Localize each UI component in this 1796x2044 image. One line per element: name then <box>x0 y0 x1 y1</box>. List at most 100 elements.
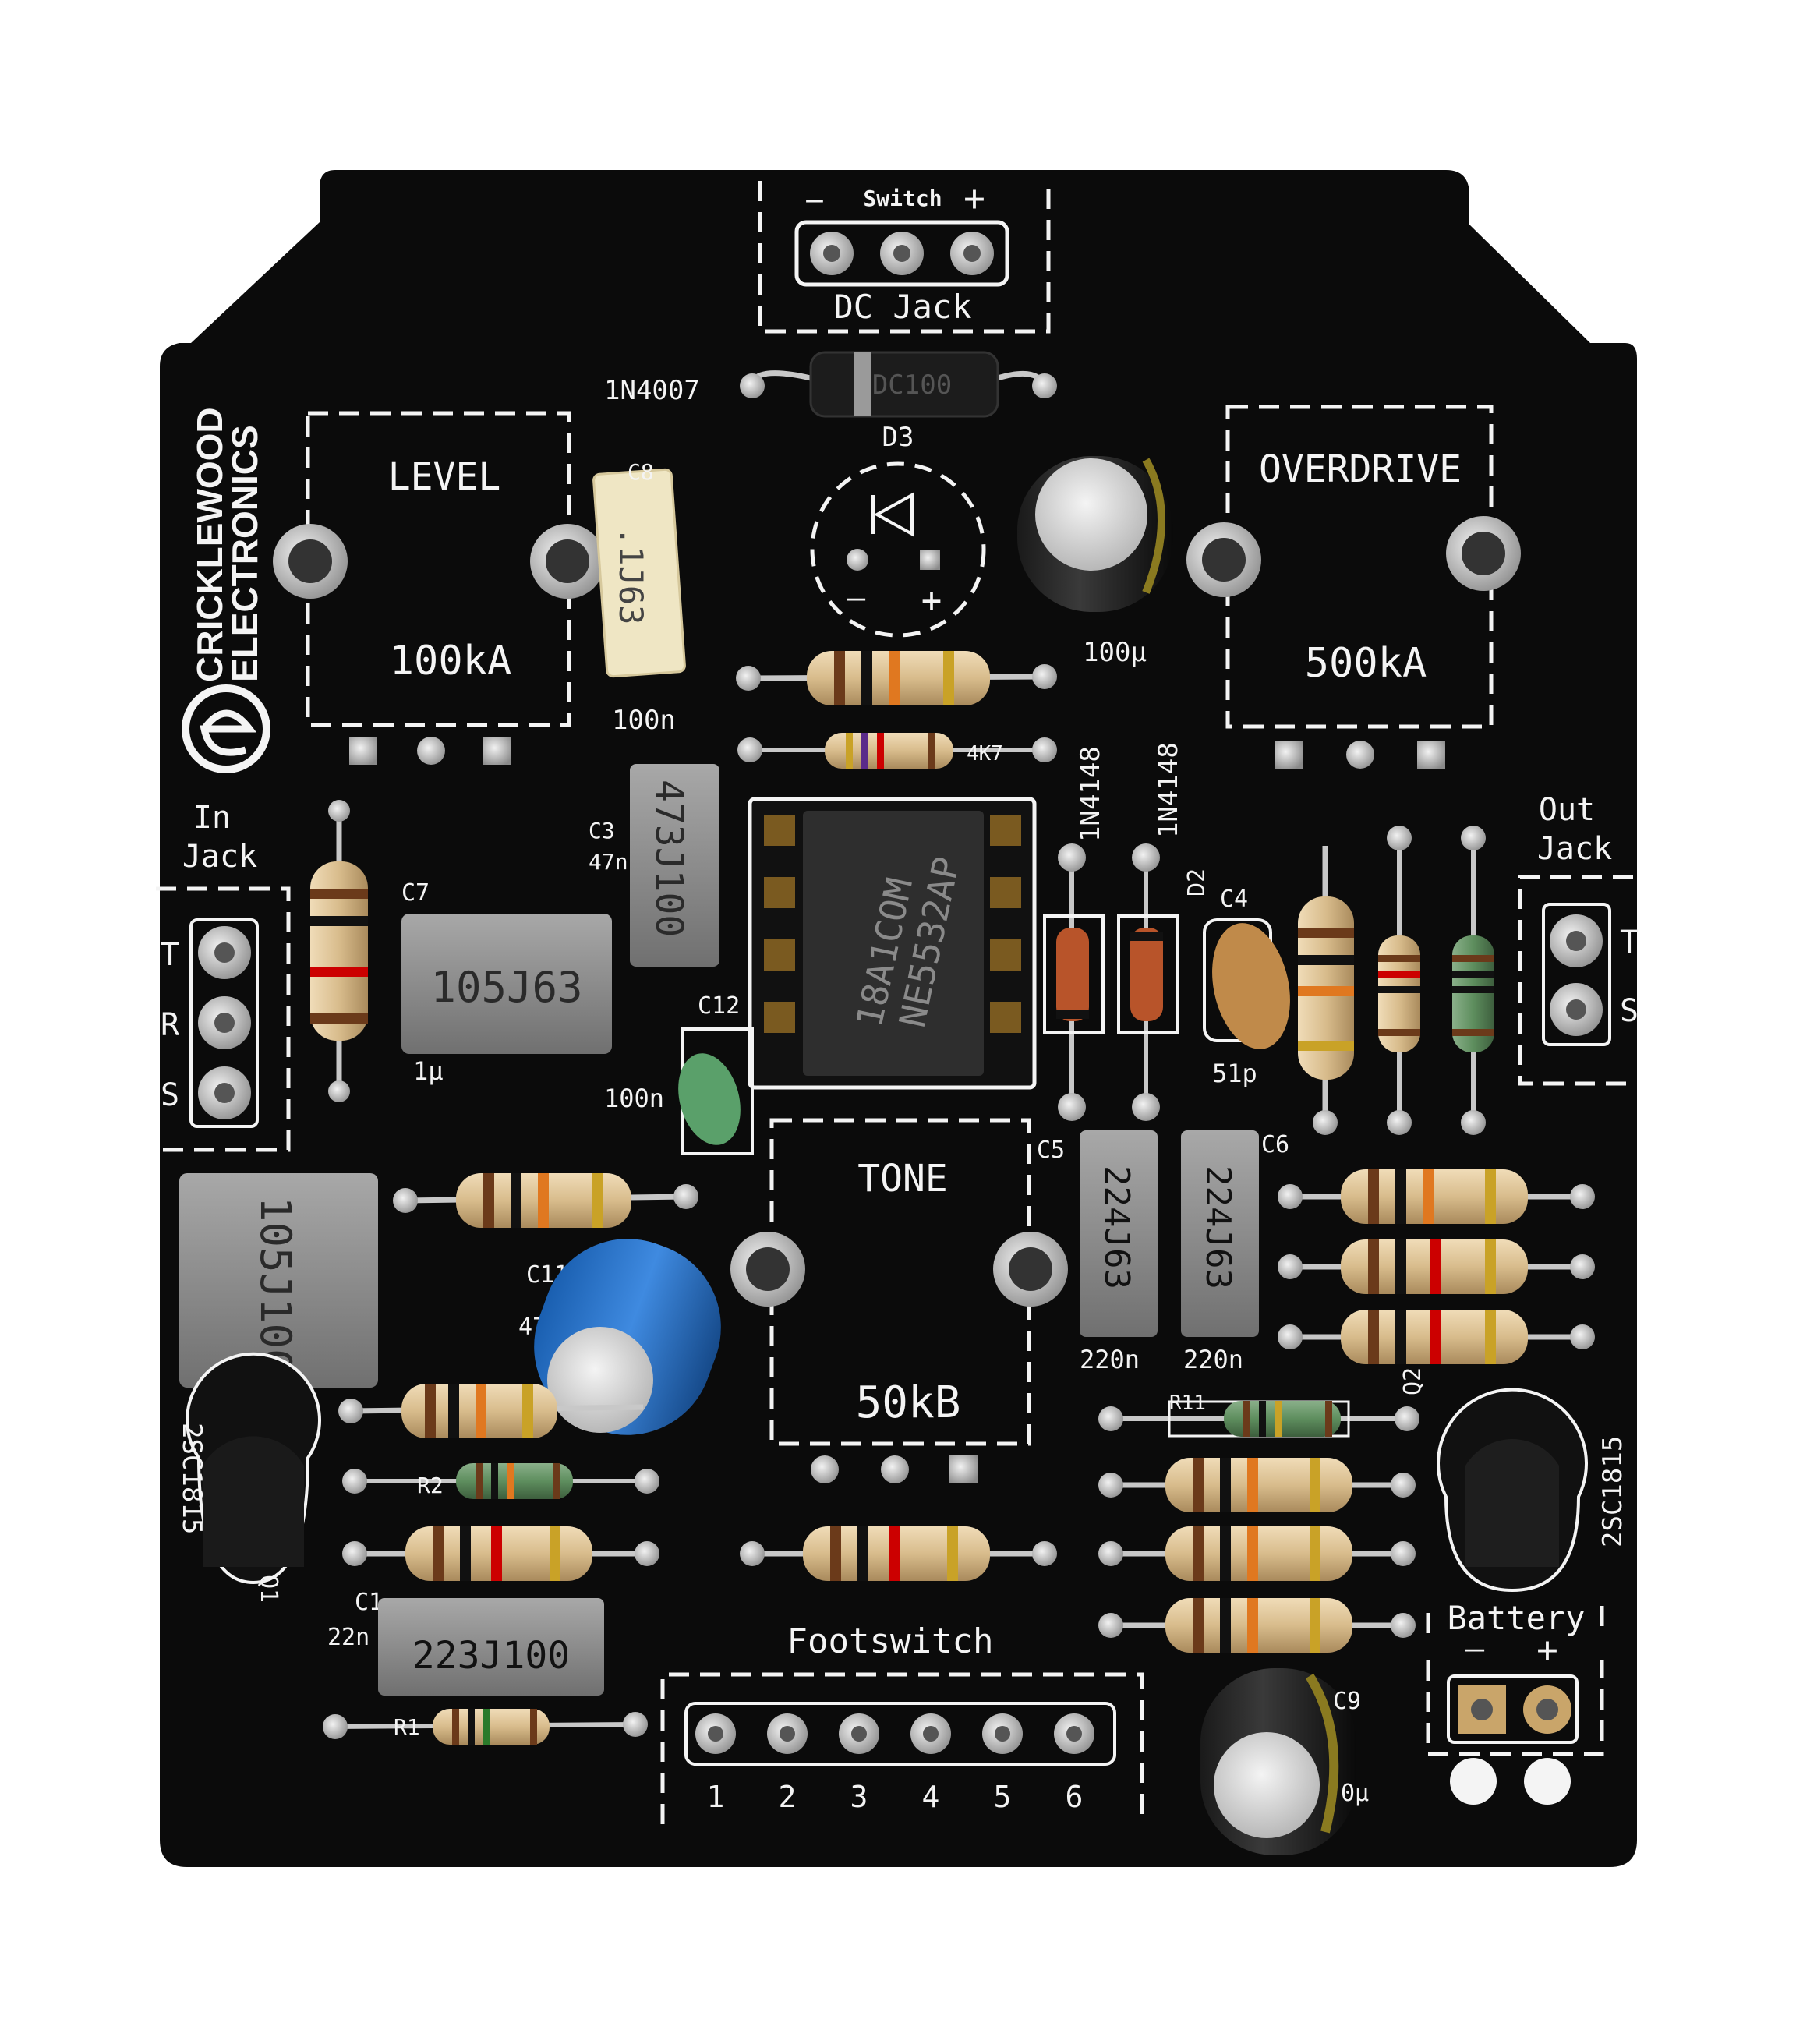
overdrive-pot-name: OVERDRIVE <box>1259 447 1462 491</box>
diode-d1 <box>1043 843 1105 1121</box>
capacitor-105j100 <box>179 1173 378 1388</box>
resistor-left-low-1 <box>338 1384 644 1438</box>
in-jack-title-1: In <box>193 800 231 836</box>
in-jack-pads <box>189 918 259 1128</box>
battery-minus: – <box>1465 1631 1485 1667</box>
resistor-right-3 <box>1278 1310 1595 1364</box>
resistor-vert-2 <box>1378 826 1420 1135</box>
resistor-r2 <box>342 1463 659 1499</box>
footswitch-pads <box>684 1702 1116 1766</box>
c6-value: 220n <box>1183 1345 1243 1374</box>
c5-marking: 224J63 <box>1097 1165 1137 1289</box>
brand-line2: ELECTRONICS <box>224 425 265 682</box>
resistor-right-1 <box>1278 1169 1595 1224</box>
resistor-input <box>310 800 368 1102</box>
d2-part: 1N4148 <box>1153 742 1184 838</box>
capacitor-c9 <box>1200 1668 1356 1855</box>
out-jack-title-1: Out <box>1539 792 1595 828</box>
c8-ref: C8 <box>628 459 654 485</box>
dc-jack-pads <box>794 220 1009 287</box>
footswitch-outline <box>660 1672 1144 1824</box>
c12-ref: C12 <box>698 992 740 1020</box>
tone-pot-lugs <box>730 1232 1068 1483</box>
capacitor-c5 <box>1080 1130 1158 1337</box>
c4-value: 51p <box>1212 1059 1257 1088</box>
q2-part: 2SC1815 <box>1597 1436 1628 1547</box>
r1-ref: R1 <box>394 1714 420 1740</box>
resistor-r11 <box>1098 1400 1419 1438</box>
c7-value: 1μ <box>413 1056 444 1086</box>
c7-ref: C7 <box>401 879 430 907</box>
c1-value: 22n <box>327 1624 369 1651</box>
q1-ref: Q1 <box>255 1575 282 1603</box>
resistor-right-low-3 <box>1098 1598 1416 1653</box>
c5-value: 220n <box>1080 1345 1140 1374</box>
transistor-q1 <box>186 1352 321 1585</box>
footswitch-pin-1: 1 <box>707 1780 725 1814</box>
out-jack-outline <box>1518 875 1633 1086</box>
dc-jack-minus: — <box>806 184 823 216</box>
d3-ref-label: D3 <box>882 422 914 453</box>
battery-plus: + <box>1536 1628 1558 1671</box>
capacitor-c8 <box>592 468 686 678</box>
out-jack-pin-t: T <box>1620 925 1639 960</box>
capacitor-c7 <box>401 914 612 1054</box>
capacitor-100u-top <box>1017 456 1173 612</box>
svg-text:DC100: DC100 <box>872 370 952 401</box>
c7-marking: 105J63 <box>430 963 582 1012</box>
r11-ref: R11 <box>1169 1392 1206 1415</box>
footswitch-pin-3: 3 <box>850 1780 868 1814</box>
c9-value: 0μ <box>1341 1780 1369 1807</box>
c473-value: 47n <box>589 849 628 875</box>
out-jack-title-2: Jack <box>1537 831 1612 867</box>
footswitch-pin-6: 6 <box>1066 1780 1084 1814</box>
c12-value: 100n <box>604 1084 664 1113</box>
c8-marking: .1J63 <box>612 526 650 624</box>
tone-pot-name: TONE <box>857 1157 948 1201</box>
brand-line1: CRICKLEWOOD <box>189 407 230 682</box>
d2-ref: D2 <box>1183 868 1211 896</box>
c473-marking: 473J100 <box>647 780 691 937</box>
brand-logo <box>182 684 270 773</box>
in-jack-outline <box>156 886 291 1152</box>
level-pot-name: LEVEL <box>388 455 501 499</box>
c4-ref: C4 <box>1220 886 1248 913</box>
diode-d3: DC100 <box>740 351 1057 418</box>
c-big-marking: 105J100 <box>251 1197 300 1374</box>
c5-ref: C5 <box>1037 1137 1065 1164</box>
battery-outline <box>1426 1606 1604 1756</box>
c8-value: 100n <box>612 705 676 736</box>
c6-marking: 224J63 <box>1198 1165 1238 1289</box>
footswitch-pin-4: 4 <box>922 1780 940 1814</box>
level-pot-lugs <box>273 524 605 765</box>
in-jack-pin-r: R <box>161 1007 180 1043</box>
c473-ref: C3 <box>589 818 615 843</box>
overdrive-pot-lugs <box>1186 516 1521 769</box>
overdrive-pot-value: 500kA <box>1305 640 1427 687</box>
c6-ref: C6 <box>1261 1131 1289 1158</box>
r2-ref: R2 <box>417 1473 444 1498</box>
footswitch-pin-2: 2 <box>779 1780 797 1814</box>
footswitch-pin-5: 5 <box>994 1780 1012 1814</box>
resistor-vert-1 <box>1298 846 1354 1135</box>
resistor-4k7 <box>737 733 1057 769</box>
q1-part: 2SC1815 <box>176 1423 207 1534</box>
resistor-mid-left <box>393 1173 698 1228</box>
resistor-right-low-1 <box>1098 1458 1416 1512</box>
in-jack-pin-t: T <box>161 937 179 973</box>
led-footprint <box>810 461 986 638</box>
d1-part: 1N4148 <box>1075 746 1106 842</box>
resistor-under-tone <box>740 1526 1057 1581</box>
led-plus: + <box>921 581 942 621</box>
transistor-q2 <box>1437 1388 1588 1593</box>
capacitor-c1 <box>378 1598 604 1696</box>
out-jack-pin-s: S <box>1620 993 1639 1029</box>
r-4k7-label: 4K7 <box>967 742 1003 766</box>
out-jack-pads <box>1542 903 1611 1046</box>
in-jack-title-2: Jack <box>182 839 257 875</box>
d3-part-label: 1N4007 <box>604 375 700 406</box>
q2-ref: Q2 <box>1399 1367 1427 1395</box>
resistor-right-2 <box>1278 1239 1595 1294</box>
capacitor-c6 <box>1181 1130 1259 1337</box>
